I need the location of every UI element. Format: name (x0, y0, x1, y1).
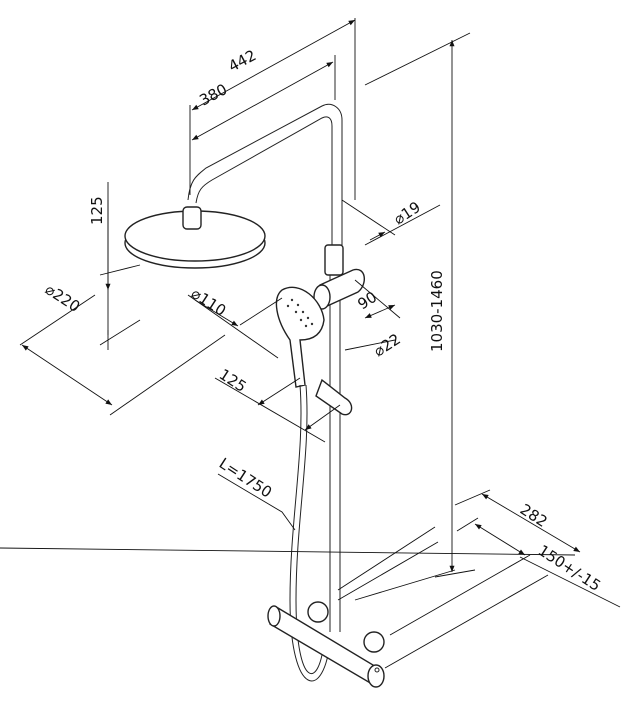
thermostatic-mixer (267, 601, 385, 688)
label-arm-length: 380 (196, 80, 230, 109)
label-rail-diameter: ⌀19 (390, 198, 423, 228)
shower-rail (324, 244, 344, 632)
dimension-lines (0, 18, 621, 669)
label-head-height: 125 (88, 196, 106, 225)
label-height-range: 1030-1460 (428, 270, 446, 352)
shower-hose (289, 384, 331, 682)
label-mixer-depth: 282 (517, 500, 551, 531)
label-inlet-spacing: 150+/-15 (535, 541, 604, 595)
label-head-diameter: ⌀220 (42, 280, 83, 316)
label-hand-shower-offset: 125 (216, 365, 250, 396)
head-shower (124, 206, 266, 269)
hand-shower (275, 286, 325, 388)
label-arm-total: 442 (225, 46, 259, 75)
label-holder-diameter: ⌀22 (370, 330, 403, 360)
rail-holder (313, 268, 365, 416)
label-hand-shower-diameter: ⌀110 (188, 284, 229, 320)
